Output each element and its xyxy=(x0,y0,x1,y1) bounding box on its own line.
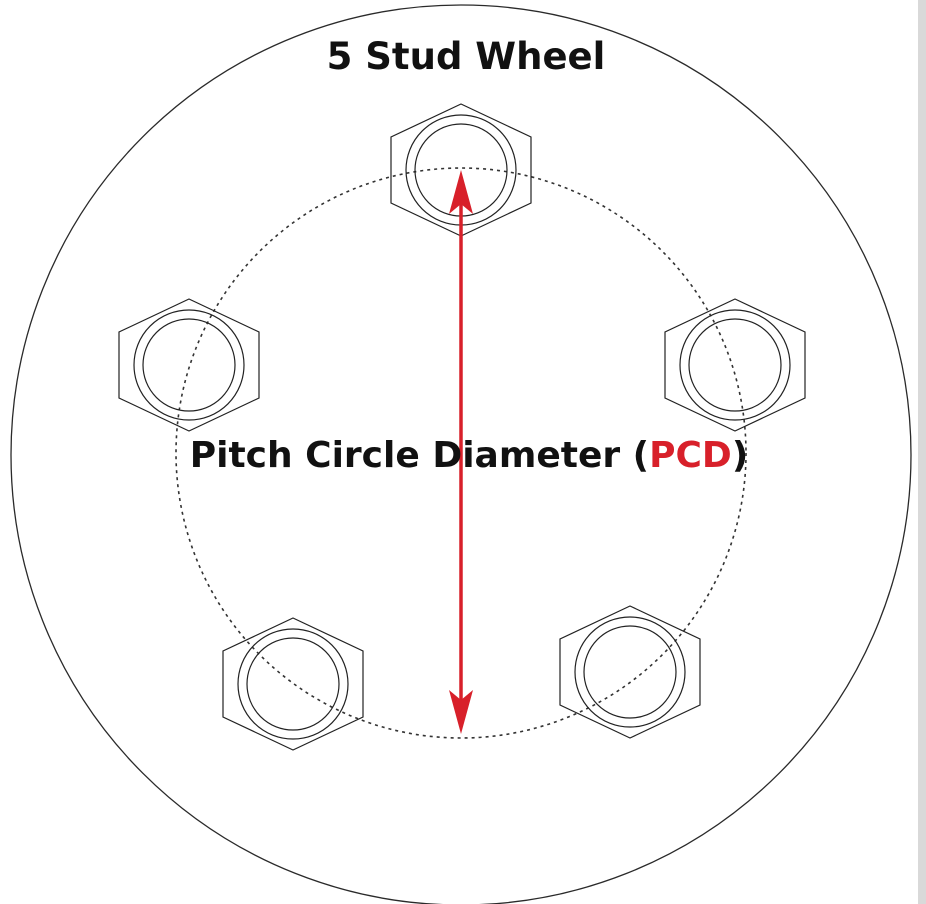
stud-inner-ring xyxy=(688,318,782,412)
stud-outer-ring xyxy=(679,309,791,421)
stud-outer-ring xyxy=(574,616,686,728)
stud-outer-ring xyxy=(133,309,245,421)
stud-hexagon xyxy=(559,605,701,739)
stud-inner-ring xyxy=(246,637,340,731)
stud-outer-ring xyxy=(237,628,349,740)
stud-inner-ring xyxy=(142,318,236,412)
pcd-label-prefix: Pitch Circle Diameter ( xyxy=(190,435,649,476)
pcd-label: Pitch Circle Diameter (PCD) xyxy=(190,435,749,476)
stud-hexagon xyxy=(664,298,806,432)
wheel-rim-circle xyxy=(10,4,912,904)
stud-bottom-right xyxy=(559,605,701,739)
diagram-title: 5 Stud Wheel xyxy=(327,35,606,78)
pcd-arrow-head-bottom xyxy=(449,690,473,734)
pcd-arrow-head-top xyxy=(449,170,473,214)
pcd-arrow xyxy=(449,170,473,734)
stud-right xyxy=(664,298,806,432)
stud-hexagon xyxy=(222,617,364,751)
pcd-label-acronym: PCD xyxy=(649,435,732,476)
studs-group xyxy=(118,103,806,751)
stud-inner-ring xyxy=(583,625,677,719)
pitch-circle xyxy=(175,167,747,739)
stud-left xyxy=(118,298,260,432)
stud-hexagon xyxy=(118,298,260,432)
stud-bottom-left xyxy=(222,617,364,751)
pcd-label-suffix: ) xyxy=(732,435,748,476)
